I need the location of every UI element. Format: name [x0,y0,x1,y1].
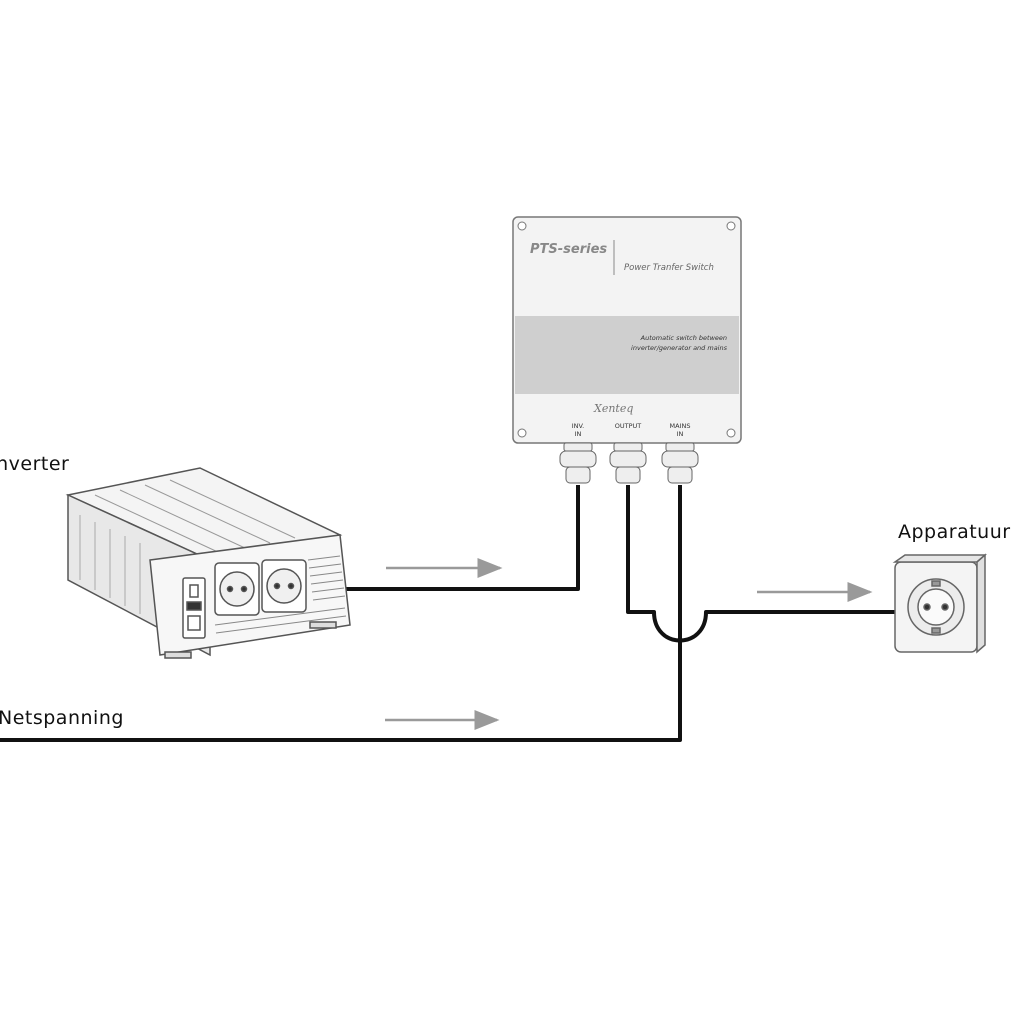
pts-description-line2: inverter/generator and mains [631,344,728,352]
cable-gland-output [609,442,647,484]
inverter-socket-1 [214,562,260,616]
cable-gland-inv [559,442,597,484]
inverter-label: Inverter [0,453,69,475]
output-wire [626,485,898,643]
pts-subtitle: Power Tranfer Switch [624,263,714,273]
pts-info-panel [515,316,739,394]
pts-series-title: PTS-series [530,242,607,257]
netspanning-label: Netspanning [0,707,124,729]
pts-description-line1: Automatic switch between [640,334,727,342]
port-output-label: OUTPUT [615,422,642,430]
mains-wire [0,485,682,742]
wires [0,485,898,742]
inverter-device [65,467,351,659]
inverter-wire [283,485,580,591]
appliance-socket [892,553,987,654]
flow-arrows [385,558,873,730]
port-inv-label-1: INV. [572,422,584,430]
inverter-socket-2 [261,559,307,613]
port-inv-label-2: IN [575,430,582,438]
port-mains-label-1: MAINS [670,422,691,430]
pts-switch-box: PTS-series Power Tranfer Switch Automati… [512,216,742,484]
cable-gland-mains [661,442,699,484]
apparatuur-label: Apparatuur [898,521,1011,543]
port-mains-label-2: IN [677,430,684,438]
brand-logo: Xenteq [593,402,633,415]
